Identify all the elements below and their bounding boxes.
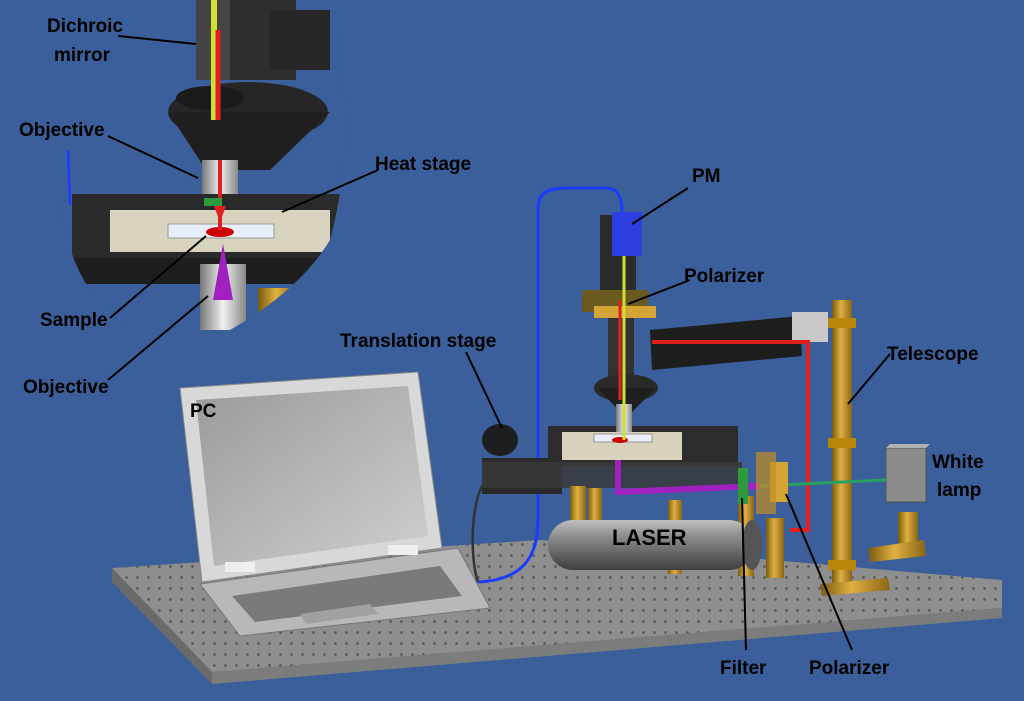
polarizer-top-label: Polarizer xyxy=(684,266,765,287)
laser-label: LASER xyxy=(612,525,687,550)
telescope xyxy=(820,300,890,596)
filter-element xyxy=(738,468,748,504)
laser-source: LASER xyxy=(548,520,762,570)
white-lamp xyxy=(885,444,930,503)
dichroic-mirror-label-line1: Dichroic xyxy=(47,16,123,37)
translation-stage xyxy=(482,424,742,494)
photomultiplier-detector xyxy=(612,212,642,256)
white-lamp-label-line2: lamp xyxy=(937,480,981,501)
dichroic-mirror-label-line2: mirror xyxy=(54,45,111,66)
heat-stage-label: Heat stage xyxy=(375,154,471,175)
filter-label: Filter xyxy=(720,658,767,679)
zoom-marker xyxy=(66,149,72,206)
zoom-inset-beams xyxy=(204,0,226,230)
signal-cable xyxy=(471,481,487,583)
labels: Dichroic mirror Objective Heat stage Sam… xyxy=(19,16,984,679)
laptop-pc xyxy=(179,371,491,637)
telescope-label: Telescope xyxy=(887,344,979,365)
objective-bottom-label: Objective xyxy=(23,377,109,398)
light-beams xyxy=(615,256,887,532)
sample-label: Sample xyxy=(40,310,108,331)
pm-label: PM xyxy=(692,166,721,187)
leader-lines xyxy=(107,35,891,651)
translation-stage-label: Translation stage xyxy=(340,331,496,352)
polarizer-bottom-label: Polarizer xyxy=(809,658,890,679)
objective-top-label: Objective xyxy=(19,120,105,141)
white-lamp-label-line1: White xyxy=(932,452,984,473)
zoom-inset xyxy=(60,0,345,330)
pc-label: PC xyxy=(190,401,217,422)
optical-fiber xyxy=(477,186,624,584)
